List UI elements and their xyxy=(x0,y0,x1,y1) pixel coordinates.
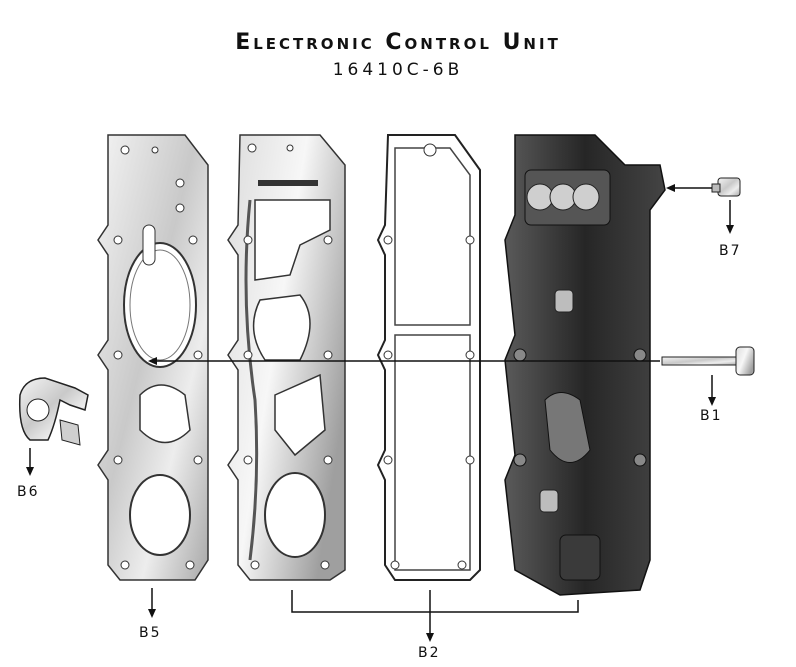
part-number: 16410C-6B xyxy=(332,60,464,80)
clip-b6 xyxy=(18,377,89,446)
fitting-b7 xyxy=(711,177,741,197)
label-b5: B5 xyxy=(139,625,162,641)
plate-b5 xyxy=(97,134,209,581)
b2-bracket xyxy=(291,590,579,636)
gasket xyxy=(376,134,481,581)
plate-b2 xyxy=(227,134,346,581)
label-b7: B7 xyxy=(719,243,742,259)
label-b6: B6 xyxy=(17,484,40,500)
diagram-title: Electronic Control Unit xyxy=(235,30,561,55)
label-b2: B2 xyxy=(418,645,441,661)
bolt-b1 xyxy=(661,346,755,376)
label-b1: B1 xyxy=(700,408,723,424)
ecu-housing xyxy=(504,134,666,596)
